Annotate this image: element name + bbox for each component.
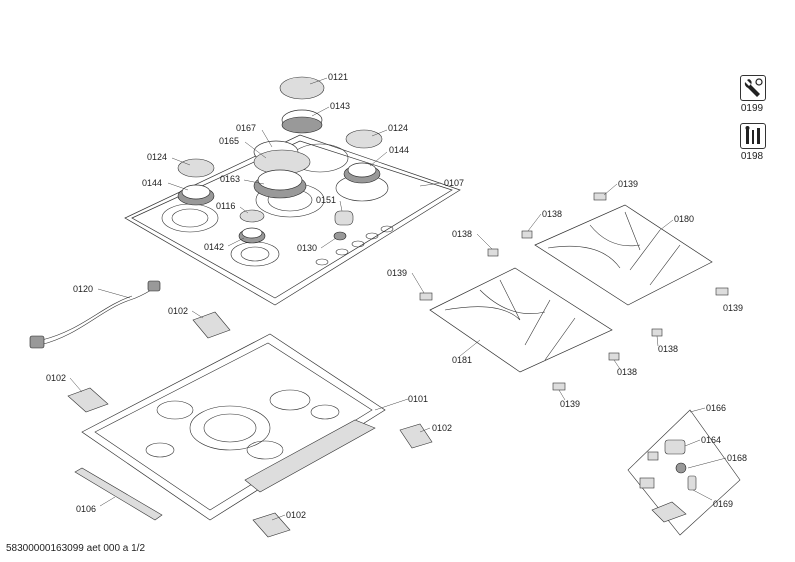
label-0144: 0144 [142,178,162,188]
label-0102: 0102 [46,373,66,383]
power-cable [29,280,161,349]
label-0124: 0124 [147,152,167,162]
label-0138: 0138 [617,367,637,377]
label-0139: 0139 [387,268,407,278]
burner-caps [177,76,383,244]
label-0143: 0143 [330,101,350,111]
label-0101: 0101 [408,394,428,404]
label-0168: 0168 [727,453,747,463]
label-0164: 0164 [701,435,721,445]
seal-strip [74,467,163,521]
mounting-brackets [67,311,433,538]
bottom-tray [81,333,386,521]
document-footer: 58300000163099 aet 000 a 1/2 [6,543,146,554]
label-0144: 0144 [389,145,409,155]
label-0167: 0167 [236,123,256,133]
label-0151: 0151 [316,195,336,205]
label-0139: 0139 [560,399,580,409]
label-0142: 0142 [204,242,224,252]
leader-lines [69,77,727,521]
label-0163: 0163 [220,174,240,184]
label-0120: 0120 [73,284,93,294]
label-0165: 0165 [219,136,239,146]
label-0180: 0180 [674,214,694,224]
pan-support-left [429,267,613,373]
label-0107: 0107 [444,178,464,188]
tool-label-0198: 0198 [740,151,764,162]
label-0139: 0139 [618,179,638,189]
label-0169: 0169 [713,499,733,509]
label-0130: 0130 [297,243,317,253]
label-0124: 0124 [388,123,408,133]
label-0166: 0166 [706,403,726,413]
label-0139: 0139 [723,303,743,313]
pan-support-right [534,204,713,306]
label-0181: 0181 [452,355,472,365]
label-0116: 0116 [216,201,235,211]
label-0102: 0102 [286,510,306,520]
label-0102: 0102 [168,306,188,316]
label-0102: 0102 [432,423,452,433]
label-0121: 0121 [328,72,348,82]
valve-kit [627,409,741,536]
wrench-icon [740,75,766,101]
rubber-feet [419,192,729,391]
label-0138: 0138 [658,344,678,354]
label-0138: 0138 [542,209,562,219]
label-0106: 0106 [76,504,96,514]
label-0138: 0138 [452,229,472,239]
tool-label-0199: 0199 [740,103,764,114]
control-knob [333,210,354,241]
tools-icon [740,123,766,149]
part-labels: 0121 0143 0167 0124 0165 0124 0144 0144 … [46,72,747,520]
